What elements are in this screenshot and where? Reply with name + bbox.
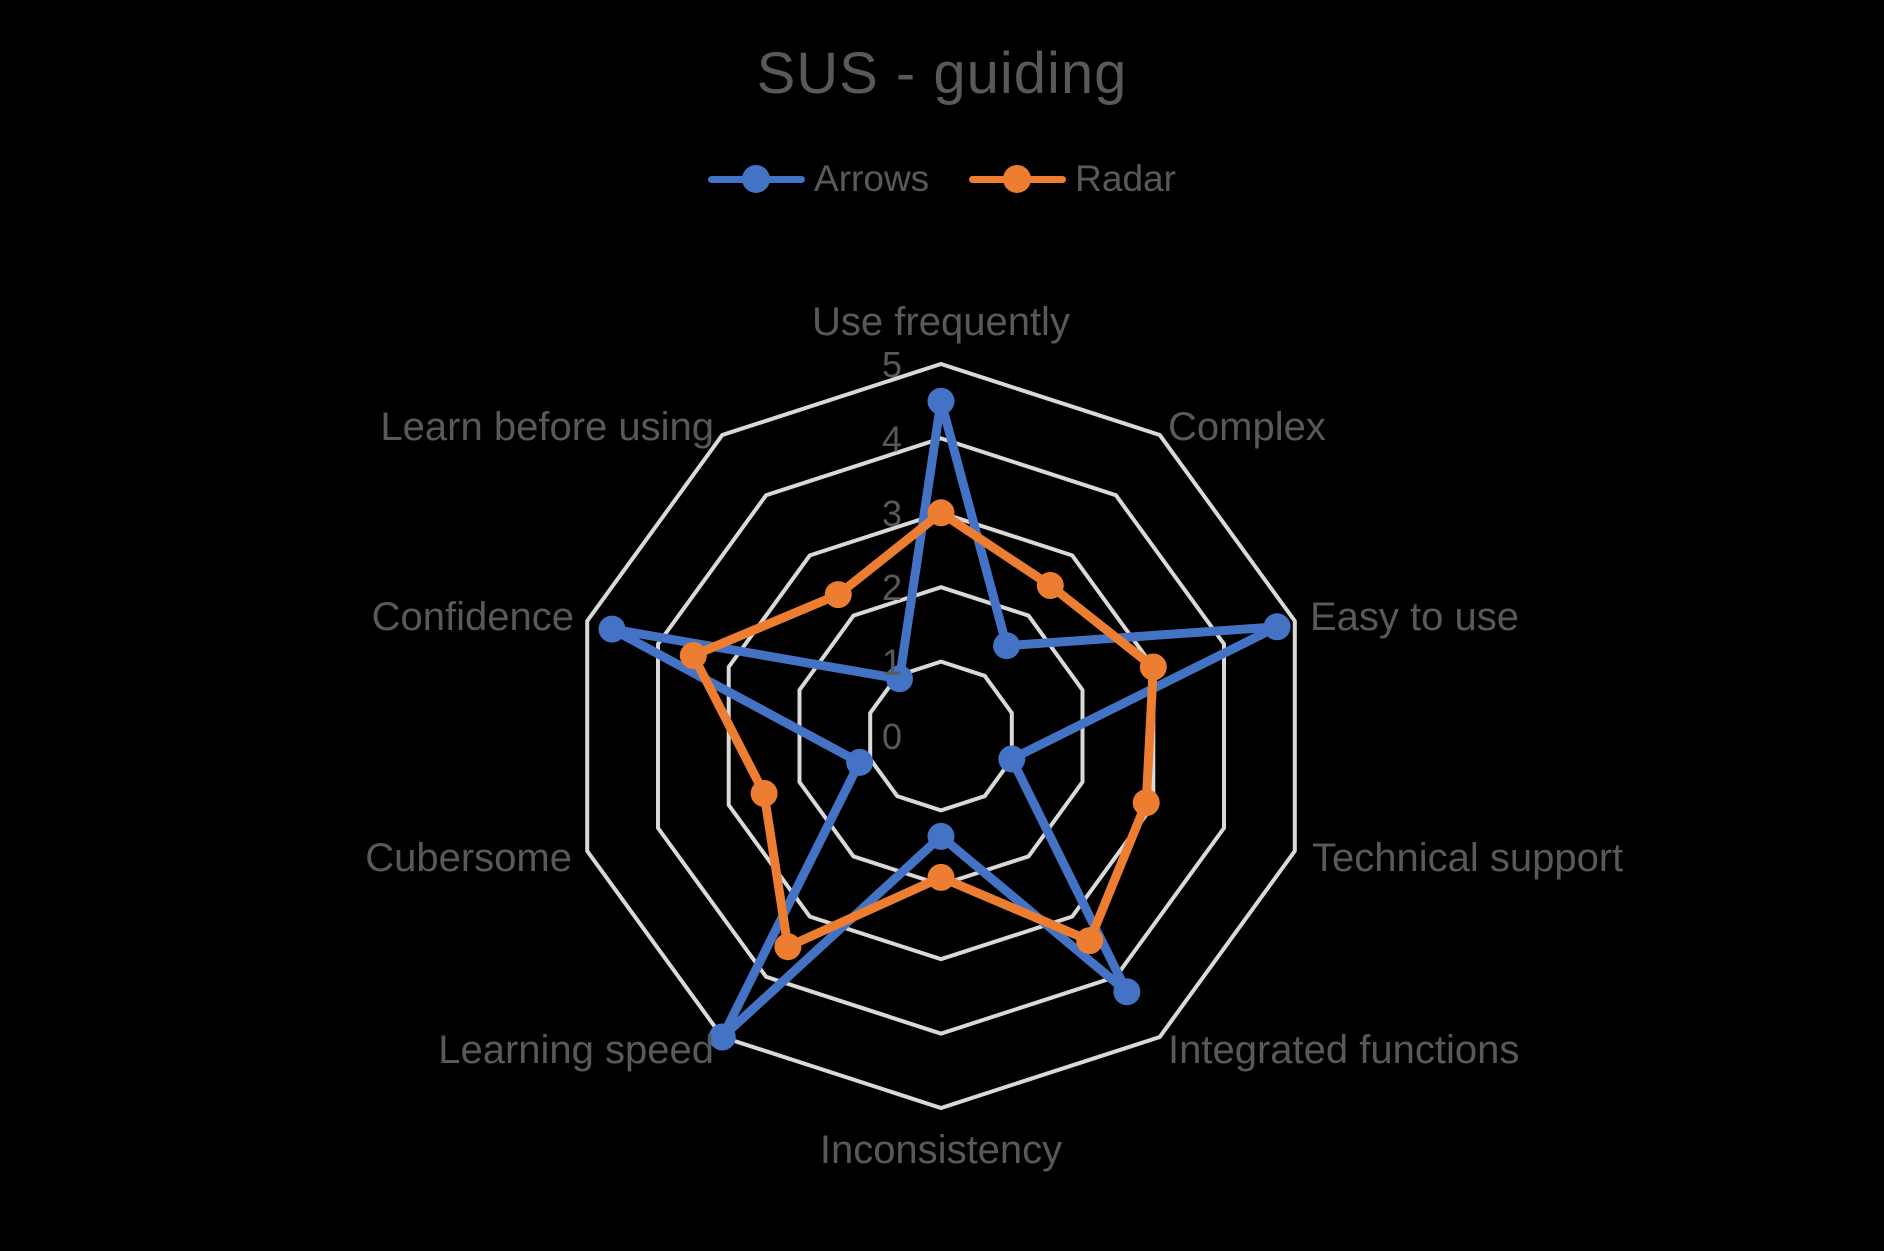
marker-radar-use-frequently: [927, 499, 955, 527]
axis-label-easy-to-use: Easy to use: [1310, 595, 1519, 639]
axis-label-use-frequently: Use frequently: [812, 300, 1070, 344]
axis-label-learn-before-using: Learn before using: [380, 405, 714, 449]
grid-ring-1: [868, 659, 1014, 813]
chart-legend: Arrows Radar: [0, 158, 1884, 200]
arrows-series-marker-icon: [708, 165, 806, 193]
marker-arrows-technical-support: [998, 745, 1026, 773]
marker-arrows-use-frequently: [927, 387, 955, 415]
marker-radar-technical-support: [1132, 789, 1160, 817]
marker-arrows-complex: [993, 632, 1021, 660]
tick-labels: 0 1 2 3 4 5: [882, 344, 902, 757]
marker-arrows-inconsistency: [927, 822, 955, 850]
marker-arrows-learn-before-using: [886, 665, 913, 693]
legend-label-radar: Radar: [1075, 158, 1176, 199]
marker-radar-confidence: [679, 642, 707, 669]
marker-arrows-cubersome: [846, 748, 874, 776]
marker-radar-cubersome: [750, 780, 778, 807]
tick-label-0: 0: [882, 716, 902, 757]
tick-label-3: 3: [882, 493, 902, 534]
series-radar: [679, 499, 1167, 961]
tick-label-2: 2: [882, 567, 902, 608]
axis-label-complex: Complex: [1168, 405, 1326, 449]
arrows-legend-dot: [742, 165, 771, 193]
marker-radar-easy-to-use: [1139, 653, 1167, 681]
tick-label-5: 5: [882, 344, 902, 385]
marker-arrows-easy-to-use: [1263, 613, 1291, 641]
radar-series-marker-icon: [969, 165, 1067, 193]
marker-radar-complex: [1036, 572, 1064, 599]
grid-ring-4: [656, 436, 1226, 1036]
axis-label-inconsistency: Inconsistency: [820, 1128, 1062, 1172]
marker-radar-learning-speed: [774, 933, 802, 961]
radar-gridlines: [585, 361, 1297, 1111]
legend-item-radar: Radar: [969, 158, 1176, 200]
marker-arrows-integrated-functions: [1113, 978, 1141, 1006]
series-arrows: [598, 387, 1291, 1051]
marker-radar-integrated-functions: [1076, 927, 1104, 955]
marker-arrows-confidence: [598, 615, 626, 643]
marker-radar-learn-before-using: [824, 581, 852, 609]
axis-label-learning-speed: Learning speed: [438, 1028, 714, 1072]
chart-title: SUS - guiding: [756, 41, 1128, 106]
marker-radar-inconsistency: [927, 863, 955, 891]
grid-ring-5: [585, 361, 1297, 1111]
tick-label-1: 1: [882, 642, 902, 683]
radar-legend-dot: [1003, 165, 1032, 193]
legend-item-arrows: Arrows: [708, 158, 929, 200]
axis-label-integrated-functions: Integrated functions: [1168, 1028, 1519, 1072]
marker-arrows-learning-speed: [708, 1023, 736, 1051]
axis-label-cubersome: Cubersome: [365, 836, 572, 880]
axis-label-technical-support: Technical support: [1312, 836, 1623, 880]
legend-label-arrows: Arrows: [814, 158, 930, 199]
series-line-arrows: [607, 396, 1282, 1042]
tick-label-4: 4: [882, 418, 902, 459]
axis-label-confidence: Confidence: [372, 595, 574, 639]
